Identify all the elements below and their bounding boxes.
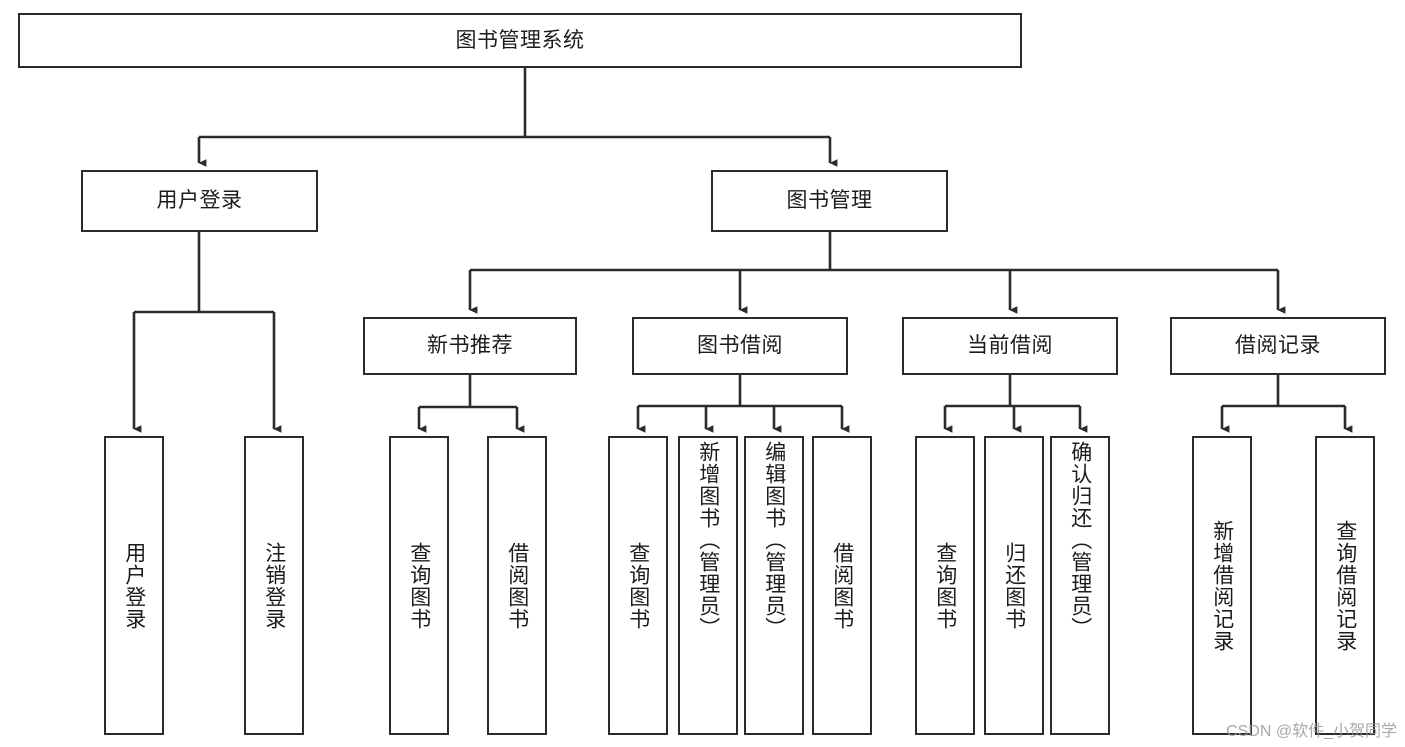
node-book-borrow[interactable]: 图书借阅	[632, 317, 848, 375]
leaf-borrow-book-2[interactable]: 借阅图书	[812, 436, 872, 735]
leaf-query-book-3-label: 查询图书	[933, 541, 957, 630]
node-root-label: 图书管理系统	[455, 28, 585, 52]
leaf-borrow-book-1[interactable]: 借阅图书	[487, 436, 547, 735]
leaf-query-book-1-label: 查询图书	[407, 541, 431, 630]
node-borrow-record[interactable]: 借阅记录	[1170, 317, 1386, 375]
leaf-user-login[interactable]: 用户登录	[104, 436, 164, 735]
leaf-add-book-label: 新增图书（管理员）	[696, 441, 720, 639]
node-current-borrow-label: 当前借阅	[967, 334, 1053, 358]
node-user-login-label: 用户登录	[156, 189, 243, 213]
leaf-query-book-3[interactable]: 查询图书	[915, 436, 975, 735]
leaf-add-book[interactable]: 新增图书（管理员）	[678, 436, 738, 735]
leaf-query-book-2[interactable]: 查询图书	[608, 436, 668, 735]
leaf-return-book[interactable]: 归还图书	[984, 436, 1044, 735]
leaf-borrow-book-1-label: 借阅图书	[505, 541, 529, 630]
node-root[interactable]: 图书管理系统	[18, 13, 1022, 68]
node-book-manage-label: 图书管理	[786, 189, 873, 213]
node-user-login[interactable]: 用户登录	[81, 170, 318, 232]
leaf-edit-book[interactable]: 编辑图书（管理员）	[744, 436, 804, 735]
leaf-add-record[interactable]: 新增借阅记录	[1192, 436, 1252, 735]
leaf-confirm-return-label: 确认归还（管理员）	[1068, 441, 1092, 639]
leaf-logout-login-label: 注销登录	[262, 541, 286, 630]
node-new-book-recommend[interactable]: 新书推荐	[363, 317, 577, 375]
leaf-user-login-label: 用户登录	[122, 541, 146, 630]
node-current-borrow[interactable]: 当前借阅	[902, 317, 1118, 375]
leaf-query-record[interactable]: 查询借阅记录	[1315, 436, 1375, 735]
leaf-logout-login[interactable]: 注销登录	[244, 436, 304, 735]
leaf-borrow-book-2-label: 借阅图书	[830, 541, 854, 630]
leaf-edit-book-label: 编辑图书（管理员）	[762, 441, 786, 639]
leaf-confirm-return[interactable]: 确认归还（管理员）	[1050, 436, 1110, 735]
leaf-query-record-label: 查询借阅记录	[1333, 519, 1357, 652]
node-new-book-recommend-label: 新书推荐	[427, 334, 513, 358]
node-borrow-record-label: 借阅记录	[1235, 334, 1321, 358]
leaf-query-book-1[interactable]: 查询图书	[389, 436, 449, 735]
node-book-borrow-label: 图书借阅	[697, 334, 783, 358]
leaf-query-book-2-label: 查询图书	[626, 541, 650, 630]
leaf-add-record-label: 新增借阅记录	[1210, 519, 1234, 652]
node-book-manage[interactable]: 图书管理	[711, 170, 948, 232]
leaf-return-book-label: 归还图书	[1002, 541, 1026, 630]
